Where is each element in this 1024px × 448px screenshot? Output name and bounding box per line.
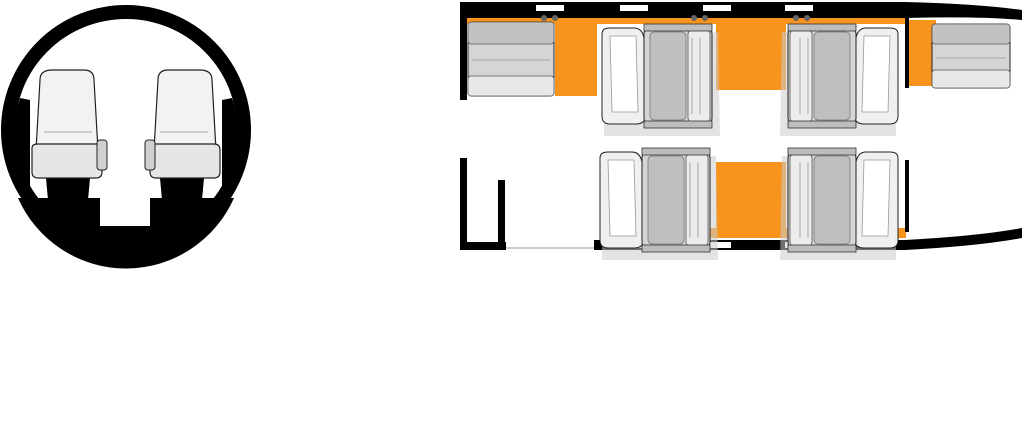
window: [703, 5, 731, 11]
upper-windows: [536, 5, 813, 11]
forward-divan: [467, 21, 555, 97]
club-seat-forward-upper: [601, 23, 721, 137]
window: [620, 5, 648, 11]
side-table-lower: [716, 162, 786, 230]
club-seat-forward-lower: [599, 147, 719, 261]
side-table-upper: [716, 22, 786, 90]
forward-cabinet-upper: [555, 22, 597, 96]
cross-section-view: [1, 5, 251, 269]
cross-section-seat-right: [144, 69, 221, 200]
fuselage-walls: [460, 2, 1022, 250]
aft-divan: [931, 23, 1011, 89]
aft-cabinet-upper: [908, 20, 936, 86]
cabin-floor: [18, 198, 234, 269]
cross-section-seat-left: [31, 69, 108, 200]
left-sidewall: [14, 98, 30, 196]
lower-side-ledge: [600, 228, 906, 238]
club-seat-aft-lower: [779, 147, 899, 261]
club-seat-aft-upper: [779, 23, 899, 137]
window: [785, 5, 813, 11]
right-sidewall: [222, 98, 238, 196]
window: [536, 5, 564, 11]
floor-plan-view: [460, 2, 1022, 261]
